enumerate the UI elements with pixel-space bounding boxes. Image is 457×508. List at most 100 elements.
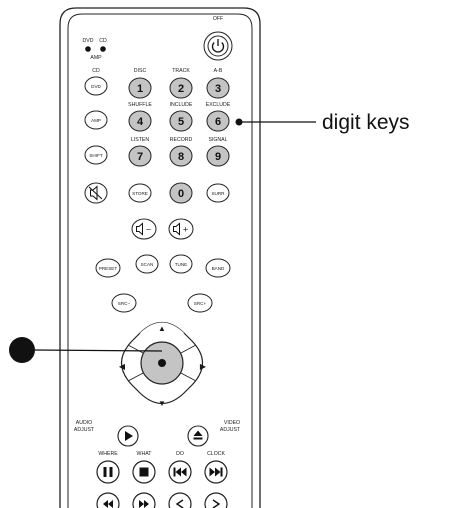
do-label: DO [176,451,184,457]
amp-source-label: AMP [91,118,101,123]
rewind-button[interactable] [96,492,120,508]
nav-right-button[interactable]: ▶ [200,362,207,371]
digit-3-label: 3 [215,83,221,95]
digit-key-2[interactable]: 2 [169,77,193,99]
digit-9-label: 9 [215,151,221,163]
digit-4-label: 4 [137,116,144,128]
record-label: RECORD [170,137,193,143]
enter-button[interactable] [140,341,184,385]
digit-key-1[interactable]: 1 [128,77,152,99]
chevron-right-icon [212,499,221,508]
src-plus-button[interactable]: SRC+ [187,293,213,313]
audio-adjust-label: ADJUST [74,427,95,433]
volume-up-sign: + [183,225,188,235]
volume-up-button[interactable]: + [168,218,194,240]
digit-key-3[interactable]: 3 [206,77,230,99]
pause-button[interactable] [96,460,120,484]
volume-up-icon [173,222,180,236]
digit-0-label: 0 [178,188,184,200]
digit-6-label: 6 [215,116,221,128]
digit-keys-callout-label: digit keys [322,111,410,134]
scan-label: SCAN [141,262,154,267]
store-button[interactable]: STORE [128,183,152,203]
nav-down-arrow: ▼ [158,399,166,408]
digit-1-label: 1 [137,83,143,95]
where-label: WHERE [98,451,118,457]
store-label: STORE [132,191,148,196]
digit-key-4[interactable]: 4 [128,110,152,132]
digit-2-label: 2 [178,83,184,95]
digit-key-7[interactable]: 7 [128,145,152,167]
nav-up-button[interactable]: ▲ [140,322,184,342]
nav-down-button[interactable]: ▼ [158,399,166,408]
dvd-led [85,46,91,52]
video-label: VIDEO [224,420,240,426]
power-icon [211,39,225,53]
digit-7-label: 7 [137,151,143,163]
tune-button[interactable]: TUNE [169,254,193,274]
enter-callout-line [34,349,163,352]
step-back-button[interactable] [168,492,192,508]
volume-down-sign: − [146,225,151,235]
digit-key-5[interactable]: 5 [169,110,193,132]
enter-callout-marker [9,337,35,363]
exclude-label: EXCLUDE [206,102,231,108]
dvd-indicator-label: DVD [83,38,94,44]
shift-button[interactable]: SHIFT [84,145,108,165]
video-adjust-button[interactable] [187,425,209,447]
digit-key-6[interactable]: 6 [206,110,230,132]
src-minus-label: SRC− [118,301,131,306]
cd-section-label: CD [92,68,100,74]
mute-icon [88,185,103,201]
digit-key-0[interactable]: 0 [169,182,193,204]
surround-button[interactable]: SURR [206,183,230,203]
amp-indicator-label: AMP [90,55,102,61]
eject-icon [193,430,203,440]
stop-button[interactable] [132,460,156,484]
preset-button[interactable]: PRESET [95,258,121,278]
volume-down-button[interactable]: − [131,218,157,240]
power-button[interactable] [203,31,233,61]
shuffle-label: SHUFFLE [128,102,152,108]
cd-indicator-label: CD [99,38,107,44]
scan-button[interactable]: SCAN [135,254,159,274]
tune-label: TUNE [175,262,188,267]
a-b-label: A-B [214,68,223,74]
play-icon [125,431,133,441]
shift-label: SHIFT [89,153,102,158]
step-forward-button[interactable] [204,492,228,508]
track-label: TRACK [172,68,190,74]
fast-forward-button[interactable] [132,492,156,508]
rewind-icon [103,500,113,508]
previous-button[interactable] [168,460,192,484]
listen-label: LISTEN [131,137,149,143]
audio-label: AUDIO [76,420,92,426]
what-label: WHAT [137,451,153,457]
surr-label: SURR [211,191,225,196]
pause-icon [103,467,113,477]
audio-adjust-button[interactable] [117,425,139,447]
digit-row-1: DISC 1 TRACK 2 A-B 3 [128,68,230,99]
clock-label: CLOCK [207,451,225,457]
digit-8-label: 8 [178,151,184,163]
bottom-row-partial [96,492,228,508]
chevron-left-icon [175,499,184,508]
remote-body-inner [67,13,253,508]
nav-left-button[interactable]: ◀ [119,362,126,371]
cd-led [100,46,106,52]
src-minus-button[interactable]: SRC− [111,293,137,313]
next-button[interactable] [204,460,228,484]
digit-key-8[interactable]: 8 [169,145,193,167]
dvd-source-button[interactable]: DVD [84,76,108,96]
nav-up-arrow: ▲ [158,324,166,333]
mute-button[interactable] [84,182,108,204]
disc-label: DISC [134,68,147,74]
band-button[interactable]: BAND [205,258,231,278]
digit-key-9[interactable]: 9 [206,145,230,167]
remote-body-outer [59,7,261,508]
digit-row-2: SHUFFLE 4 INCLUDE 5 EXCLUDE 6 [128,102,231,132]
preset-label: PRESET [99,266,118,271]
dvd-source-label: DVD [91,84,101,89]
amp-source-button[interactable]: AMP [84,110,108,130]
